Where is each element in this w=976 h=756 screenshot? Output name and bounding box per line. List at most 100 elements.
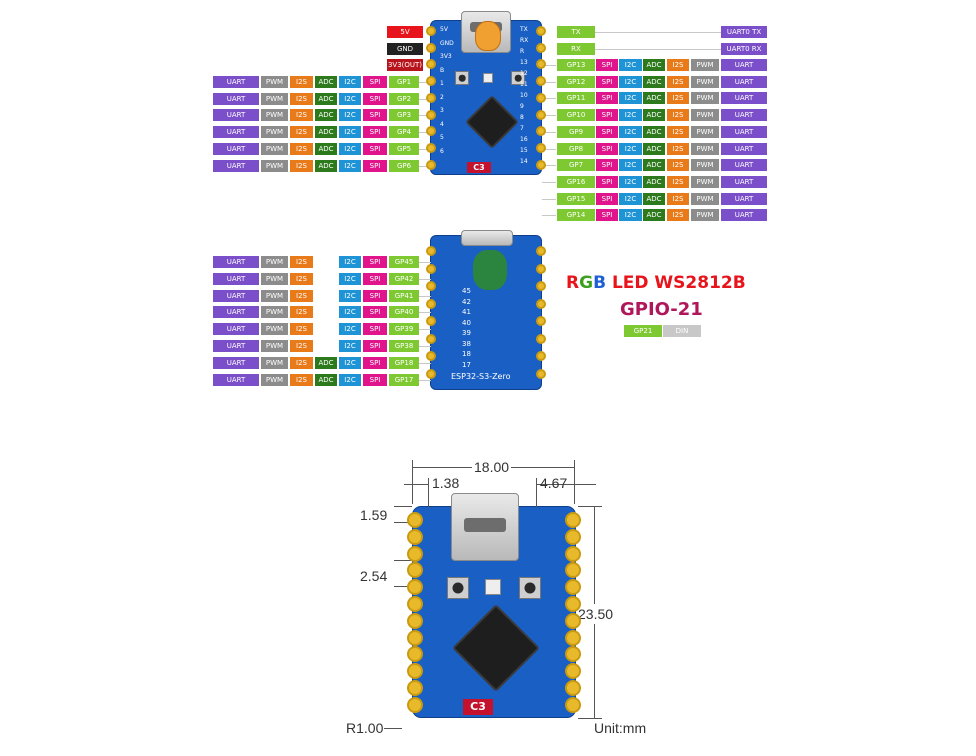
back-board-pad bbox=[536, 351, 546, 361]
pin-label-uart: UART bbox=[721, 125, 767, 138]
uart0-label: UART0 TX bbox=[721, 26, 767, 38]
pin-label-i2s: I2S bbox=[290, 272, 313, 285]
pin-label-adc: ADC bbox=[315, 126, 337, 139]
silk-right-label: 15 bbox=[520, 147, 528, 154]
back-pad-label: 42 bbox=[462, 297, 471, 306]
pin-label-pwm: PWM bbox=[691, 125, 719, 138]
pin-label-i2s: I2S bbox=[290, 142, 313, 155]
pin-label-uart: UART bbox=[213, 323, 259, 336]
pin-label-spi: SPI bbox=[596, 159, 618, 172]
pin-connector bbox=[419, 346, 431, 347]
pin-connector bbox=[542, 131, 556, 133]
pin-label-pwm: PWM bbox=[691, 109, 719, 122]
silk-left-label: GND bbox=[440, 39, 454, 47]
pin-label-uart: UART bbox=[213, 272, 259, 285]
silk-right-label: TX bbox=[520, 26, 528, 33]
dim-board-pad bbox=[565, 629, 581, 646]
pin-label-i2s: I2S bbox=[290, 159, 313, 172]
dim-board-pad bbox=[565, 579, 581, 596]
pin-label-pwm: PWM bbox=[261, 373, 288, 386]
dim-right-offset-label: 4.67 bbox=[540, 475, 568, 491]
pin-label-i2c: I2C bbox=[619, 192, 642, 205]
pin-connector bbox=[419, 115, 431, 117]
boot-button-dim bbox=[447, 577, 469, 599]
pin-label-uart: UART bbox=[721, 75, 767, 88]
pin-label-uart: UART bbox=[213, 109, 259, 122]
top-board-pad bbox=[536, 142, 546, 153]
pin-label-adc: ADC bbox=[643, 125, 665, 138]
pin-label-pwm: PWM bbox=[691, 75, 719, 88]
pin-label-i2s: I2S bbox=[290, 289, 313, 302]
pin-label-pwm: PWM bbox=[261, 306, 288, 319]
pin-label-i2s: I2S bbox=[290, 323, 313, 336]
back-pad-label: 45 bbox=[462, 287, 471, 295]
pin-label-adc: ADC bbox=[643, 209, 665, 222]
top-board-pad bbox=[536, 76, 546, 87]
pin-label-adc: ADC bbox=[643, 109, 665, 122]
dim-board-pad bbox=[407, 579, 423, 596]
pin-label-gp5: GP5 bbox=[389, 142, 419, 155]
pin-label-i2c: I2C bbox=[339, 142, 361, 155]
pin-label-adc: ADC bbox=[315, 356, 337, 369]
back-board-pad bbox=[536, 298, 546, 309]
pin-label-gp7: GP7 bbox=[557, 159, 595, 172]
pin-label-i2c: I2C bbox=[339, 126, 361, 139]
pin-label-pwm: PWM bbox=[261, 256, 288, 268]
pin-label-i2s: I2S bbox=[667, 159, 689, 172]
pin-label-pwm: PWM bbox=[691, 59, 719, 71]
pin-connector bbox=[419, 329, 431, 331]
pin-label-i2s: I2S bbox=[667, 175, 689, 188]
pin-label-pwm: PWM bbox=[261, 340, 288, 352]
dim-top-offset-label: 1.59 bbox=[360, 507, 388, 523]
silk-right-label: 8 bbox=[520, 114, 524, 121]
pin-label-uart: UART bbox=[213, 256, 259, 268]
top-board-pad bbox=[426, 59, 436, 70]
pin-label-i2c: I2C bbox=[339, 306, 361, 319]
dim-left-offset-label: 1.38 bbox=[432, 475, 460, 491]
pin-label-gp8: GP8 bbox=[557, 142, 595, 155]
pin-label-gp11: GP11 bbox=[557, 92, 595, 105]
dim-board-pad bbox=[565, 680, 581, 696]
pin-label-i2s: I2S bbox=[667, 142, 689, 155]
silk-left-label: 3V3 bbox=[440, 53, 452, 60]
pin-label-adc: ADC bbox=[643, 92, 665, 105]
pin-label-pwm: PWM bbox=[691, 192, 719, 205]
fox-silhouette-icon bbox=[473, 250, 507, 290]
esp32-chip-dim bbox=[452, 604, 540, 692]
dim-board-pad bbox=[565, 528, 581, 545]
rgb-led-title: RGB LED WS2812B bbox=[566, 273, 746, 293]
pin-label-i2s: I2S bbox=[290, 356, 313, 369]
dim-board-pad bbox=[407, 696, 423, 713]
pin-label-uart: UART bbox=[213, 76, 259, 88]
top-board-pad bbox=[536, 26, 546, 36]
pin-label-pwm: PWM bbox=[691, 175, 719, 188]
pin-connector bbox=[542, 81, 556, 83]
pin-label-i2c: I2C bbox=[619, 159, 642, 172]
back-board-pad bbox=[536, 368, 546, 379]
pin-connector bbox=[419, 165, 431, 167]
pin-label-gp42: GP42 bbox=[389, 272, 419, 285]
pin-connector bbox=[542, 215, 556, 217]
pin-label-gp9: GP9 bbox=[557, 125, 595, 138]
silk-right-label: 11 bbox=[520, 81, 528, 88]
pin-label-spi: SPI bbox=[596, 59, 618, 71]
pin-label-i2s: I2S bbox=[290, 256, 313, 268]
silk-left-label: 5 bbox=[440, 134, 444, 141]
pin-label-i2s: I2S bbox=[290, 126, 313, 139]
pin-connector bbox=[419, 379, 431, 381]
pin-label-gp14: GP14 bbox=[557, 209, 595, 222]
pin-label-spi: SPI bbox=[596, 175, 618, 188]
pin-label-spi: SPI bbox=[596, 192, 618, 205]
pin-label-adc: ADC bbox=[315, 159, 337, 172]
pin-label-i2c: I2C bbox=[339, 256, 361, 268]
back-board-pad bbox=[536, 263, 546, 274]
pin-label-i2s: I2S bbox=[667, 209, 689, 222]
pin-label-spi: SPI bbox=[363, 323, 387, 336]
dim-board-pad bbox=[565, 646, 581, 663]
dim-height-label: 23.50 bbox=[578, 604, 614, 624]
back-board-pad bbox=[536, 316, 546, 326]
top-board-pad bbox=[426, 76, 436, 87]
pin-label-adc: ADC bbox=[643, 142, 665, 155]
pin-label-i2s: I2S bbox=[290, 373, 313, 386]
top-board-pad bbox=[536, 126, 546, 137]
